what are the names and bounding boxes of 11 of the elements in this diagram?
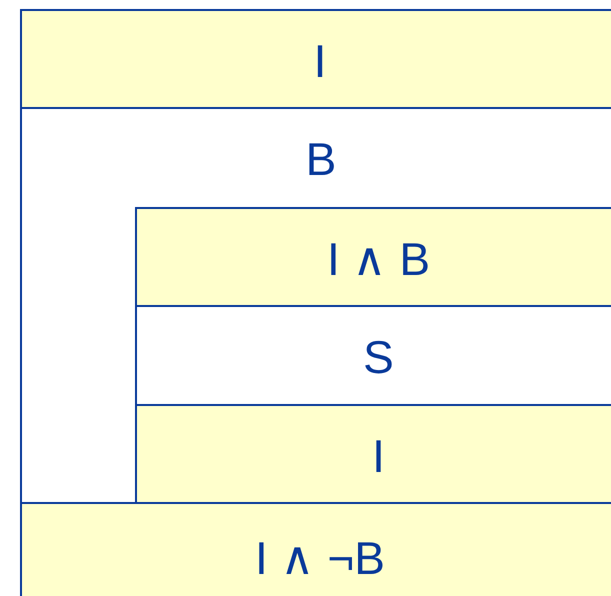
loop-block [20,107,611,504]
statement-text: I [372,430,385,482]
loop-condition: B [306,133,336,185]
statement-block [135,404,611,504]
statement-text: S [363,331,394,383]
statement-block [20,9,611,109]
statement-text: I ∧ ¬B [255,532,385,584]
statement-block [20,502,611,596]
statement-text: I ∧ B [326,233,430,285]
statement-text: I [314,35,326,87]
statement-block [135,207,611,307]
